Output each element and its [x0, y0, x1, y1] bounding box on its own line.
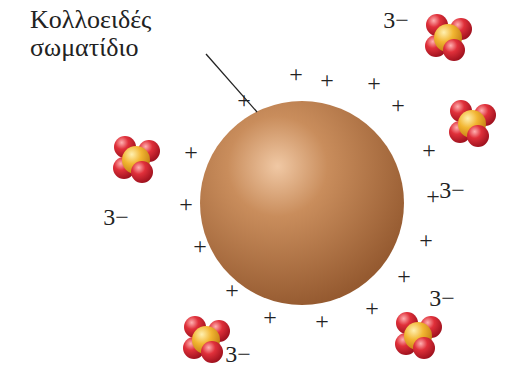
charge-sign: + [179, 192, 193, 216]
phosphate-ion [395, 312, 442, 359]
charge-sign: + [193, 234, 207, 258]
charge-sign: + [422, 138, 436, 162]
oxygen-atom [201, 341, 223, 363]
leader-line [206, 54, 257, 112]
colloid-particle [200, 101, 404, 305]
charge-sign: + [225, 278, 239, 302]
charge-sign: + [365, 296, 379, 320]
charge-sign: + [315, 309, 329, 333]
charge-sign: + [419, 228, 433, 252]
phosphate-ion [113, 136, 160, 183]
charge-sign: + [263, 305, 277, 329]
phosphate-ion [425, 14, 472, 61]
phosphate-ion [183, 316, 230, 363]
ion-charge: 3− [103, 205, 129, 229]
oxygen-atom [443, 39, 465, 61]
charge-sign: + [184, 140, 198, 164]
charge-sign: + [367, 71, 381, 95]
particle-label: Κολλοειδές σωματίδιο [30, 6, 200, 62]
phosphate-ion [449, 100, 496, 147]
charge-sign: + [320, 68, 334, 92]
oxygen-atom [131, 161, 153, 183]
charge-sign: + [397, 264, 411, 288]
oxygen-atom [413, 337, 435, 359]
charge-sign: + [237, 88, 251, 112]
charge-sign: + [426, 184, 440, 208]
ion-charge: 3− [429, 286, 455, 310]
charge-sign: + [391, 93, 405, 117]
ion-charge: 3− [225, 342, 251, 366]
ion-charge: 3− [439, 178, 465, 202]
oxygen-atom [467, 125, 489, 147]
charge-sign: + [289, 62, 303, 86]
ion-charge: 3− [383, 8, 409, 32]
